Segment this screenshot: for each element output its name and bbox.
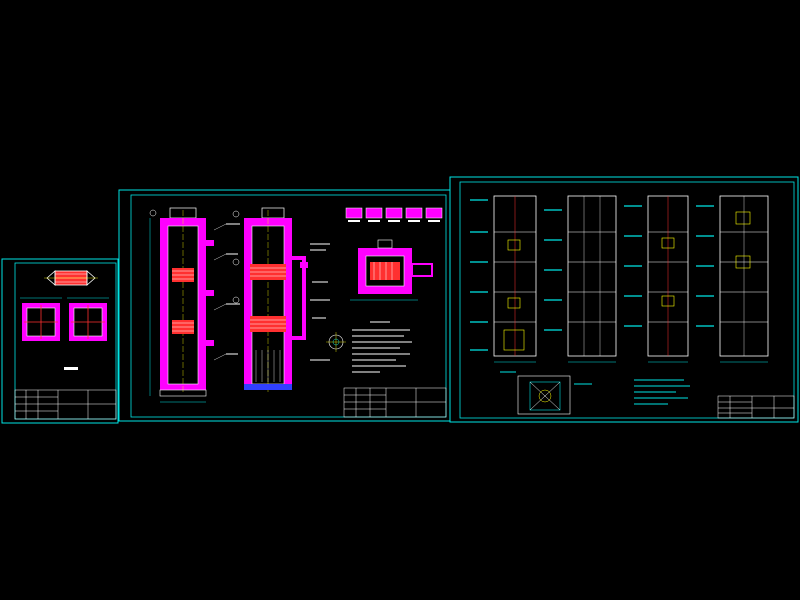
sheet-2-title-block bbox=[343, 387, 447, 418]
left-coil-lower bbox=[172, 320, 194, 334]
sheet-1-border bbox=[1, 258, 119, 424]
sheet-3-notes bbox=[634, 379, 690, 405]
left-coil-upper bbox=[172, 268, 194, 282]
frame-elevation-4 bbox=[719, 195, 769, 363]
frame-elevation-1 bbox=[493, 195, 537, 363]
sheet-1 bbox=[1, 258, 119, 424]
flange-detail bbox=[326, 332, 346, 352]
sheet-2-inner-frame bbox=[130, 194, 447, 418]
return-pipe bbox=[292, 256, 306, 340]
right-coil-upper bbox=[250, 264, 286, 280]
base-plan-detail bbox=[500, 371, 592, 415]
sheet-1-section-b bbox=[67, 297, 109, 341]
sheet-3-title-block bbox=[717, 395, 795, 419]
frame-level-labels bbox=[470, 199, 714, 351]
sheet-1-vessel-elevation bbox=[44, 270, 98, 286]
sheet-1-note bbox=[64, 367, 78, 370]
sheet-1-title-block bbox=[14, 389, 117, 420]
furnace-plan-view bbox=[350, 239, 433, 301]
sheet-3 bbox=[449, 176, 799, 423]
sheet-3-border bbox=[449, 176, 799, 423]
furnace-elevation-left bbox=[149, 207, 227, 403]
right-coil-lower bbox=[250, 316, 286, 332]
furnace-elevation-right bbox=[232, 207, 308, 392]
material-legend bbox=[345, 207, 443, 222]
sheet-3-inner-frame bbox=[459, 181, 795, 419]
sheet-1-section-a bbox=[20, 297, 62, 341]
technical-notes bbox=[352, 321, 412, 373]
frame-elevation-2 bbox=[567, 195, 617, 363]
furnace-annotations bbox=[226, 223, 330, 361]
sheet-2 bbox=[118, 189, 451, 422]
frame-elevation-3 bbox=[647, 195, 689, 363]
